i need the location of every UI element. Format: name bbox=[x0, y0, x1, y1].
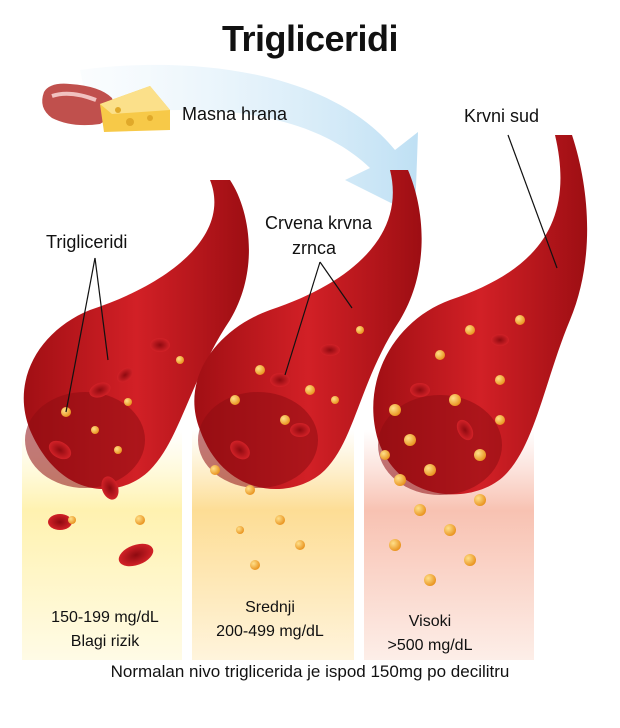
stage-low-risk: Blagi rizik bbox=[70, 633, 140, 650]
page-title: Trigliceridi bbox=[221, 18, 399, 59]
stage-high-text: Visoki >500 mg/dL bbox=[370, 610, 490, 658]
vessel-label: Krvni sud bbox=[464, 106, 540, 126]
red-cells-label-line2: zrnca bbox=[292, 238, 337, 258]
vessel-low bbox=[23, 180, 249, 490]
fatty-food-icon bbox=[42, 83, 170, 132]
stage-medium-range: 200-499 mg/dL bbox=[216, 623, 324, 640]
callout-lines bbox=[65, 134, 558, 413]
red-blood-cells bbox=[48, 334, 509, 567]
red-cells-label-line1: Crvena krvna bbox=[265, 213, 373, 233]
flow-arrow bbox=[80, 64, 418, 215]
stage-high-risk: Visoki bbox=[408, 613, 452, 630]
stage-low-range: 150-199 mg/dL bbox=[51, 609, 159, 626]
fat-particles bbox=[61, 315, 525, 586]
stage-medium-risk: Srednji bbox=[245, 599, 295, 616]
food-label: Masna hrana bbox=[182, 104, 288, 124]
stage-high-range: >500 mg/dL bbox=[387, 637, 473, 654]
footer-note: Normalan nivo triglicerida je ispod 150m… bbox=[110, 662, 510, 681]
triglycerides-label: Trigliceridi bbox=[46, 232, 128, 252]
vessel-high bbox=[373, 135, 588, 495]
stage-low-text: 150-199 mg/dL Blagi rizik bbox=[40, 606, 170, 654]
stage-medium-text: Srednji 200-499 mg/dL bbox=[200, 596, 340, 644]
